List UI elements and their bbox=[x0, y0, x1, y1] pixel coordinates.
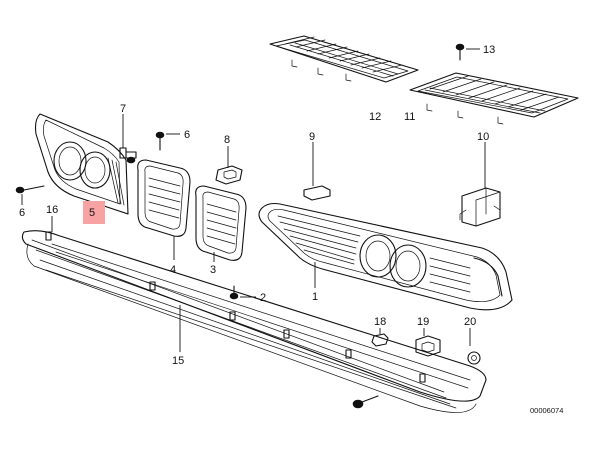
callout-10: 10 bbox=[477, 131, 489, 143]
callout-7: 7 bbox=[120, 103, 126, 115]
callout-13: 13 bbox=[483, 44, 495, 56]
part-5-headlight-trim-left bbox=[34, 113, 129, 215]
part-9-clip bbox=[303, 142, 331, 201]
part-8-clip bbox=[215, 146, 243, 185]
callout-8: 8 bbox=[224, 134, 230, 146]
part-6-screw-upper bbox=[155, 131, 180, 151]
callout-1: 1 bbox=[312, 291, 318, 303]
part-3-kidney-grille bbox=[195, 185, 247, 262]
callout-5: 5 bbox=[89, 207, 95, 219]
diagram-reference-code: 00006074 bbox=[530, 406, 563, 415]
part-7-bracket bbox=[119, 114, 137, 164]
part-4-kidney-grille bbox=[137, 159, 191, 260]
part-15-fastener bbox=[352, 395, 379, 409]
part-6-screw-left bbox=[15, 185, 45, 205]
callout-18: 18 bbox=[374, 316, 386, 328]
callout-6-upper: 6 bbox=[184, 129, 190, 141]
part-10-bracket bbox=[459, 142, 501, 227]
part-12-upper-grille bbox=[269, 35, 419, 83]
callout-11: 11 bbox=[404, 111, 415, 123]
callout-9: 9 bbox=[309, 131, 315, 143]
part-20-nut bbox=[467, 328, 481, 365]
callout-12: 12 bbox=[369, 111, 381, 123]
part-11-upper-grille bbox=[409, 72, 579, 125]
part-13-screw bbox=[455, 43, 480, 61]
part-1-main-grille bbox=[258, 202, 513, 311]
callout-19: 19 bbox=[417, 316, 429, 328]
callout-20: 20 bbox=[464, 316, 476, 328]
part-19-clip bbox=[415, 328, 441, 357]
part-18-clip bbox=[371, 328, 389, 347]
callout-15: 15 bbox=[172, 355, 184, 367]
callout-4: 4 bbox=[170, 264, 176, 276]
highlight-box-part-5 bbox=[83, 201, 105, 224]
callout-6-left: 6 bbox=[19, 207, 25, 219]
part-15-lower-grille bbox=[21, 216, 487, 413]
callout-2: 2 bbox=[260, 292, 266, 304]
part-2-screw bbox=[229, 285, 256, 300]
callout-16: 16 bbox=[46, 204, 58, 216]
callout-3: 3 bbox=[210, 264, 216, 276]
